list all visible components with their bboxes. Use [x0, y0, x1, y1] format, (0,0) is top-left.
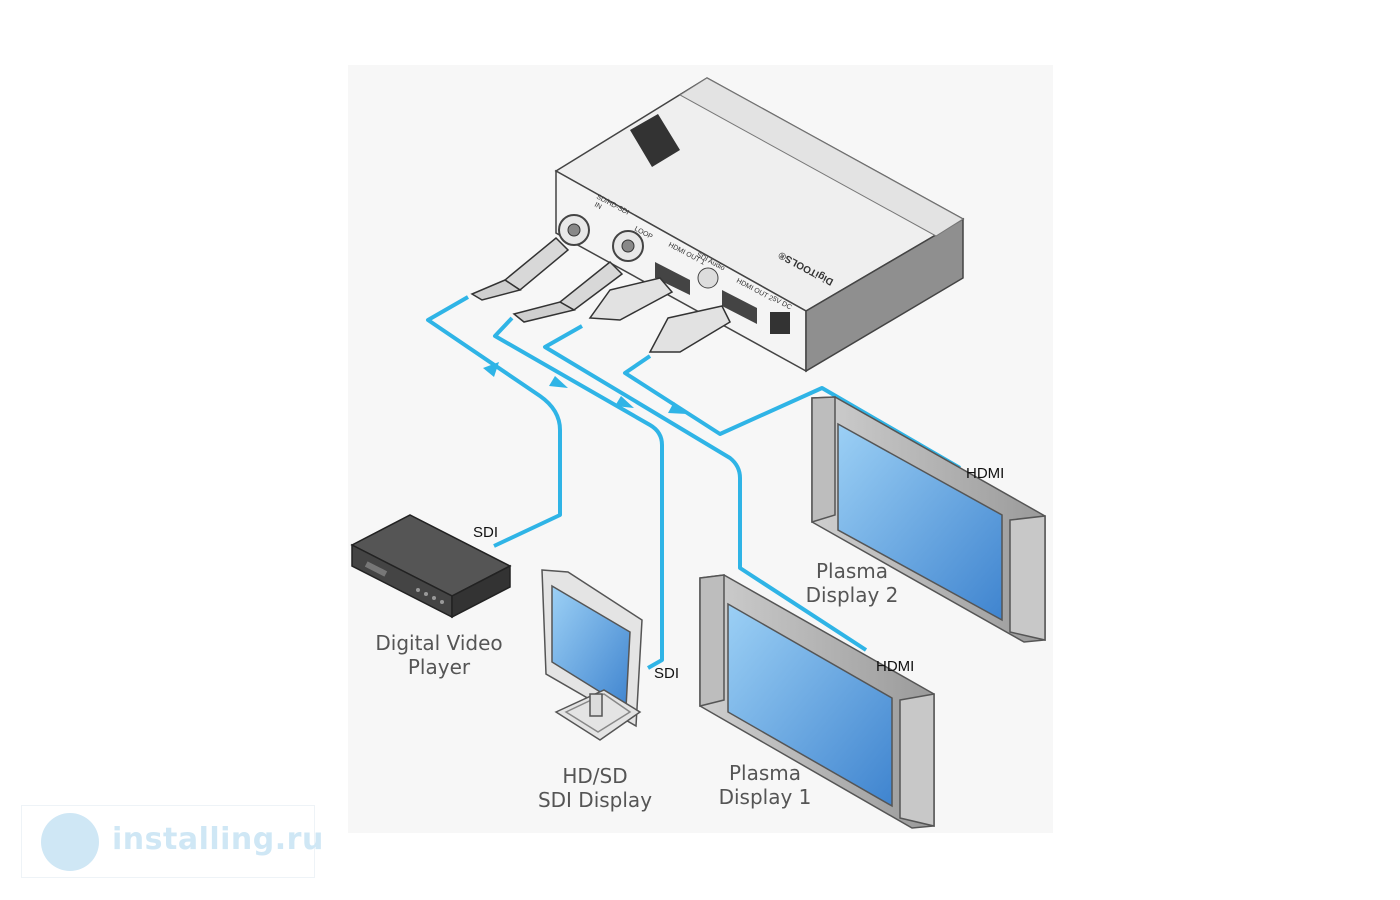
hdmi-2-cable: [623, 354, 962, 470]
signal-arrows: [483, 362, 687, 414]
sdi-loop-cable: [493, 316, 664, 670]
label-line: Plasma: [815, 559, 889, 583]
cables: [426, 295, 962, 670]
sdi-monitor: [541, 569, 643, 741]
label-line: HD/SD: [562, 764, 628, 788]
sdi-loop-cable-label: SDI: [654, 665, 680, 682]
cable-plugs: [470, 236, 731, 353]
watermark-text: installing.ru: [112, 822, 324, 857]
dvd-player: [350, 514, 512, 619]
watermark-logo-icon: [41, 813, 99, 871]
arrow-down-3: [668, 402, 687, 414]
sdi-in-text: IN: [593, 202, 602, 211]
label-line: Display 1: [718, 785, 812, 809]
hdmi-2-cable-label: HDMI: [966, 465, 1005, 482]
label-line: Player: [407, 655, 471, 679]
sdi-in-cable: [426, 295, 562, 548]
label-line: Digital Video: [375, 631, 503, 655]
plasma-display-2-label: Plasma Display 2: [777, 559, 927, 607]
sdi-in-cable-label: SDI: [473, 524, 499, 541]
hdmi-1-cable-label: HDMI: [876, 658, 915, 675]
hd-sd-display-label: HD/SD SDI Display: [520, 764, 670, 812]
plasma-display-1-label: Plasma Display 1: [690, 761, 840, 809]
arrow-down-2: [615, 396, 634, 408]
converter-device: [554, 77, 965, 373]
digital-video-player-label: Digital Video Player: [364, 631, 514, 679]
label-line: SDI Display: [537, 788, 653, 812]
watermark: installing.ru: [21, 805, 323, 878]
plasma-display-2: [811, 396, 1046, 643]
plasma-display-1: [699, 574, 935, 829]
arrow-up: [483, 362, 499, 377]
hdmi-1-cable: [543, 324, 868, 652]
arrow-down-1: [549, 376, 568, 388]
label-line: Display 2: [805, 583, 899, 607]
label-line: Plasma: [728, 761, 802, 785]
